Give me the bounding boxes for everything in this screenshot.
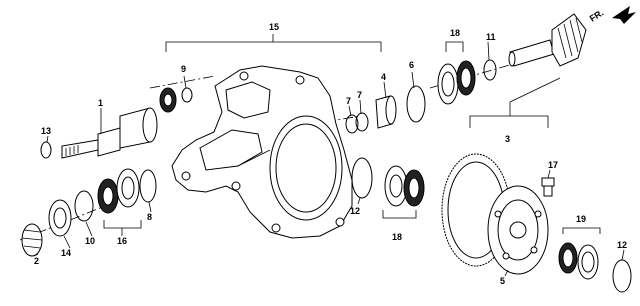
part-labels: 15 1 9 4 6 7 7 18 11 3 13 17 8 12 18 19 … <box>34 22 627 286</box>
ring-7a <box>345 114 359 134</box>
label-5: 5 <box>500 276 505 286</box>
ring-11 <box>483 59 497 81</box>
shim-12-right <box>612 259 632 293</box>
ring-8 <box>139 169 157 203</box>
label-15: 17 <box>548 160 558 170</box>
label-9: 9 <box>181 64 186 74</box>
bearing-18-right <box>558 242 599 280</box>
label-16: 18 <box>450 28 460 38</box>
differential-assembly-5 <box>441 153 549 275</box>
bracket-18-left <box>382 210 417 219</box>
bearing-18-left <box>384 165 425 207</box>
label-13: 13 <box>41 126 51 136</box>
axis-line-upper <box>149 75 216 89</box>
snap-ring-13 <box>40 141 52 159</box>
shim-12-left <box>351 157 373 199</box>
label-3: 3 <box>505 134 510 144</box>
bearing-17 <box>97 168 140 214</box>
label-12-left: 12 <box>350 206 360 216</box>
transmission-case <box>171 65 353 239</box>
label-17: 16 <box>117 236 127 246</box>
label-14: 15 <box>269 22 279 32</box>
bracket-16 <box>445 41 464 52</box>
label-2: 2 <box>34 256 39 266</box>
ring-7b <box>355 112 369 132</box>
bearing-19 <box>48 199 72 237</box>
bearing-16 <box>437 60 476 105</box>
label-8: 8 <box>147 212 152 222</box>
leader-lines <box>33 41 625 277</box>
front-direction-label: FR. <box>588 8 606 24</box>
shim-6 <box>406 85 426 123</box>
ring-9 <box>181 87 193 103</box>
pinion-gear-shaft <box>508 13 587 67</box>
bracket-17 <box>103 220 142 236</box>
label-10: 10 <box>85 236 95 246</box>
label-12-right: 12 <box>617 240 627 250</box>
shaft-1 <box>61 107 158 159</box>
axis-line-right <box>429 61 521 89</box>
pinion-gear-2 <box>21 223 43 257</box>
bearing-upper <box>159 87 177 113</box>
bracket-3 <box>469 77 561 128</box>
bracket-14 <box>165 34 382 52</box>
front-arrow-icon <box>612 6 636 24</box>
label-18-right: 19 <box>576 214 586 224</box>
bolt-15 <box>541 177 555 197</box>
label-7b: 7 <box>357 90 362 100</box>
bracket-18-right <box>562 227 601 234</box>
front-direction-indicator: FR. <box>588 6 636 24</box>
ring-10 <box>74 190 94 222</box>
axis-line-mid <box>289 115 361 129</box>
label-6: 6 <box>409 60 414 70</box>
label-4: 4 <box>381 72 386 82</box>
label-1: 1 <box>98 98 103 108</box>
sleeve-4 <box>375 95 397 129</box>
label-19: 14 <box>61 248 71 258</box>
label-18-left: 18 <box>392 232 402 242</box>
label-11: 11 <box>486 32 496 42</box>
label-7a: 7 <box>346 96 351 106</box>
